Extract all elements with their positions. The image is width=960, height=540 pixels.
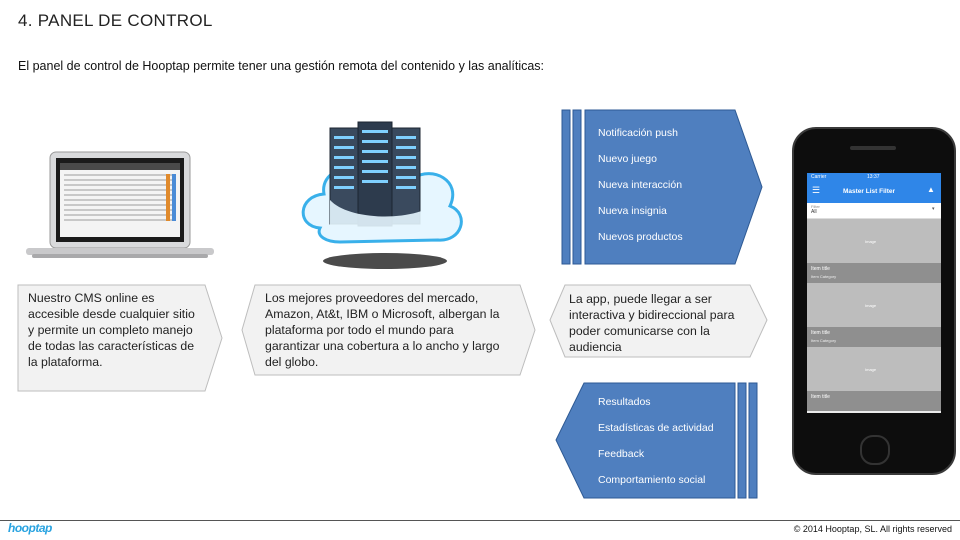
phone-list-image: Image [807, 219, 941, 263]
analytics-panel-strip [737, 382, 747, 499]
hooptap-logo: hooptap [8, 521, 52, 535]
phone-image-label: Image [865, 239, 877, 244]
callout-app-text: La app, puede llegar a ser interactiva y… [569, 292, 735, 354]
phone-header-title: Master List Filter [843, 188, 896, 195]
phone-screen: Carrier 13:37 ☰ Master List Filter ▲ Fil… [807, 173, 941, 413]
analytics-list: Resultados Estadísticas de actividad Fee… [598, 389, 734, 493]
analytics-list-item: Estadísticas de actividad [598, 422, 714, 434]
push-list-item: Notificación push [598, 127, 678, 139]
chevron-down-icon: ▾ [932, 206, 935, 212]
push-list: Notificación push Nuevo juego Nueva inte… [598, 120, 738, 250]
push-panel-strip [561, 109, 571, 265]
phone-mockup: Carrier 13:37 ☰ Master List Filter ▲ Fil… [792, 127, 956, 475]
phone-filter[interactable]: Filter All ▾ [807, 203, 941, 219]
push-list-item: Nueva interacción [598, 179, 683, 191]
phone-item-category: Item Category [811, 338, 837, 343]
phone-item-title: Item title [811, 266, 830, 272]
footer-divider [0, 520, 960, 521]
cloud-servers-illustration [301, 121, 463, 269]
callout-providers-shape [241, 284, 536, 376]
phone-speaker [850, 146, 896, 150]
push-list-item: Nuevos productos [598, 231, 683, 243]
push-list-item: Nuevo juego [598, 153, 657, 165]
push-list-item: Nueva insignia [598, 205, 667, 217]
callout-app-shape [549, 284, 768, 358]
callout-cms-shape [17, 284, 223, 392]
analytics-list-item: Comportamiento social [598, 474, 706, 486]
page-title: 4. PANEL DE CONTROL [18, 11, 213, 30]
phone-item-title: Item title [811, 330, 830, 336]
phone-item-title: Item title [811, 394, 830, 400]
phone-filter-value: All [811, 209, 817, 215]
phone-list-item[interactable]: Item title Item Category [807, 263, 941, 283]
push-panel-shape [584, 109, 763, 265]
copyright-text: © 2014 Hooptap, SL. All rights reserved [793, 524, 952, 534]
phone-home-button [860, 435, 890, 465]
analytics-list-item: Feedback [598, 448, 645, 460]
phone-image-label: Image [865, 367, 877, 372]
phone-image-label: Image [865, 303, 877, 308]
menu-icon[interactable]: ☰ [812, 185, 821, 195]
phone-item-category: Item Category [811, 274, 837, 279]
phone-time: 13:37 [867, 174, 880, 180]
phone-list-image: Image [807, 283, 941, 327]
phone-app-header: Carrier 13:37 ☰ Master List Filter ▲ [807, 173, 941, 203]
callout-providers-text: Los mejores proveedores del mercado, Ama… [265, 291, 500, 369]
phone-list-item[interactable]: Item title [807, 391, 941, 411]
bell-icon[interactable]: ▲ [927, 185, 935, 194]
laptop-illustration [26, 151, 214, 258]
callout-cms-text: Nuestro CMS online es accesible desde cu… [28, 291, 195, 369]
phone-filter-label: Filter [811, 204, 820, 209]
phone-list-image: Image [807, 347, 941, 391]
phone-list-item[interactable]: Item title Item Category [807, 327, 941, 347]
phone-carrier: Carrier [811, 174, 827, 180]
analytics-panel-shape [555, 382, 736, 499]
page-subtitle: El panel de control de Hooptap permite t… [18, 59, 545, 73]
analytics-list-item: Resultados [598, 396, 651, 408]
push-panel-strip [572, 109, 582, 265]
analytics-panel-strip [748, 382, 758, 499]
